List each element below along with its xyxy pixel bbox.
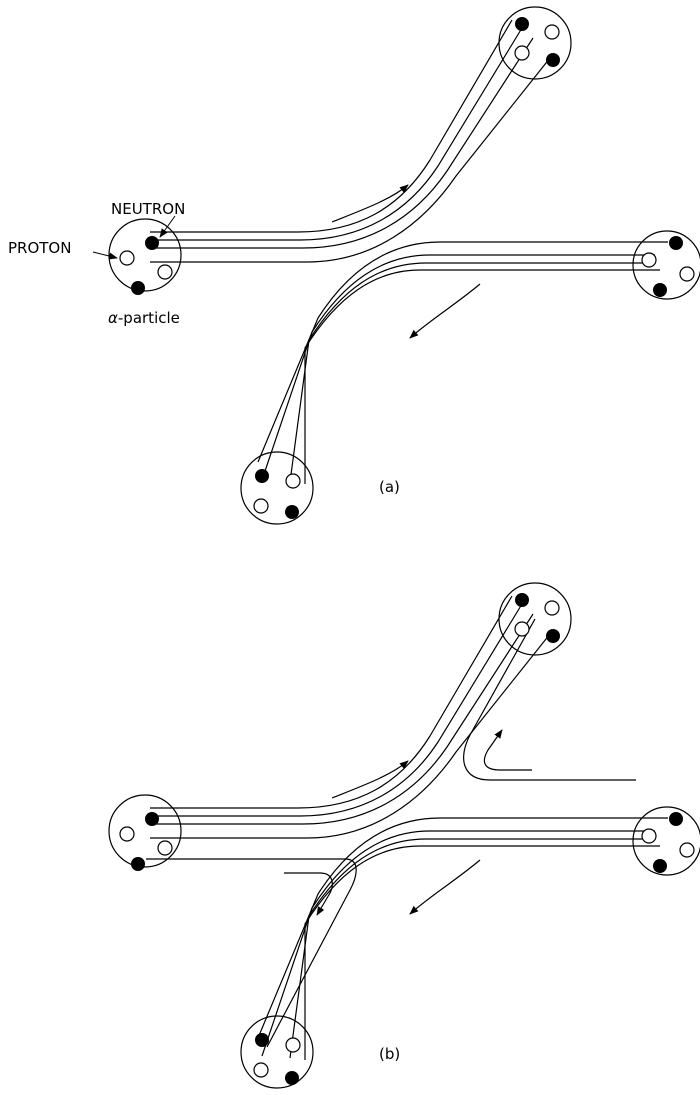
exchange-arrow-lower bbox=[284, 872, 333, 916]
proton-dot bbox=[641, 828, 657, 844]
alpha-particle-bottom bbox=[240, 451, 314, 525]
proton-pointer bbox=[92, 251, 118, 260]
exchange-path-upper bbox=[463, 618, 636, 781]
proton-dot bbox=[157, 840, 173, 856]
proton-dot bbox=[514, 621, 530, 637]
proton-dot bbox=[285, 473, 301, 489]
alpha-particle-label: α-particle bbox=[108, 309, 180, 327]
neutron-pointer bbox=[159, 215, 176, 238]
upper-worldline-bundle-b bbox=[150, 595, 551, 839]
proton-dot bbox=[119, 250, 135, 266]
proton-dot bbox=[119, 826, 135, 842]
alpha-particle-bottom-b bbox=[240, 1015, 314, 1089]
neutron-dot bbox=[515, 593, 529, 607]
motion-arrow-upper-b bbox=[331, 760, 409, 799]
proton-dot bbox=[679, 266, 695, 282]
lower-worldline-bundle bbox=[257, 241, 668, 484]
neutron-dot bbox=[653, 283, 667, 297]
motion-arrow-lower bbox=[409, 283, 481, 339]
proton-dot bbox=[253, 498, 269, 514]
upper-worldline-bundle bbox=[150, 19, 551, 263]
panel-a: NEUTRON PROTON α-particle (a) bbox=[8, 6, 700, 525]
neutron-dot bbox=[669, 812, 683, 826]
motion-arrow-upper bbox=[331, 184, 409, 223]
caption-b: (b) bbox=[379, 1045, 400, 1063]
neutron-dot bbox=[546, 629, 560, 643]
exchange-arrow-upper bbox=[483, 729, 532, 771]
alpha-particle-top-right bbox=[498, 6, 572, 80]
lower-worldline-bundle-b bbox=[257, 817, 668, 1060]
alpha-particle-left-b bbox=[108, 794, 182, 871]
neutron-dot bbox=[255, 1033, 269, 1047]
proton-label: PROTON bbox=[8, 239, 71, 257]
neutron-dot bbox=[131, 857, 145, 871]
neutron-dot bbox=[285, 1071, 299, 1085]
panel-b: (b) bbox=[108, 582, 700, 1089]
alpha-particle-top-right-b bbox=[498, 582, 572, 656]
alpha-particle-right bbox=[632, 230, 700, 300]
neutron-dot bbox=[145, 812, 159, 826]
proton-dot bbox=[157, 264, 173, 280]
neutron-dot bbox=[515, 17, 529, 31]
proton-dot bbox=[253, 1062, 269, 1078]
proton-dot bbox=[544, 24, 560, 40]
alpha-particle-right-b bbox=[632, 806, 700, 876]
motion-arrow-lower-b bbox=[409, 859, 481, 915]
proton-dot bbox=[679, 842, 695, 858]
proton-dot bbox=[641, 252, 657, 268]
proton-dot bbox=[514, 45, 530, 61]
neutron-dot bbox=[285, 505, 299, 519]
neutron-label: NEUTRON bbox=[111, 200, 185, 218]
caption-a: (a) bbox=[379, 478, 400, 496]
alpha-particle-left bbox=[108, 218, 182, 295]
proton-dot bbox=[544, 600, 560, 616]
alpha-suffix: -particle bbox=[118, 309, 180, 327]
neutron-dot bbox=[669, 236, 683, 250]
neutron-dot bbox=[145, 236, 159, 250]
neutron-dot bbox=[546, 53, 560, 67]
neutron-dot bbox=[653, 859, 667, 873]
neutron-dot bbox=[131, 281, 145, 295]
proton-dot bbox=[285, 1037, 301, 1053]
alpha-symbol: α bbox=[108, 309, 118, 327]
exchange-path-lower bbox=[146, 858, 357, 1048]
neutron-dot bbox=[255, 469, 269, 483]
